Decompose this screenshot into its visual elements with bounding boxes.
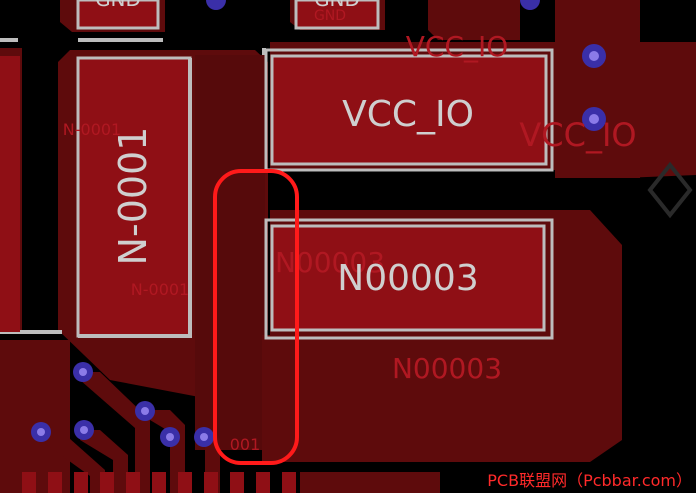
copper-pour-left-lower (0, 340, 70, 493)
label-vcc-io-top: VCC_IO (406, 30, 509, 63)
via-top-1 (206, 0, 226, 10)
copper-pour-top-right (428, 0, 520, 40)
silk-outline-vcc-io (264, 48, 554, 172)
via-top-2 (520, 0, 540, 10)
trace-n0001-vertical (195, 55, 265, 450)
label-n00003-pour: N00003 (392, 352, 502, 385)
label-n0001-small-b: N-0001 (131, 280, 189, 299)
silk-line-top-a (0, 38, 18, 42)
silk-diamond-right (647, 161, 693, 219)
pad-vcc-io[interactable] (270, 54, 548, 166)
copper-pour-n00003-left (262, 335, 300, 462)
label-vcc-io-pad: VCC_IO (342, 94, 474, 135)
label-n0001-small-a: N-0001 (63, 120, 121, 139)
copper-pour-bottom-right (300, 472, 440, 493)
silk-line-bottom-left (0, 330, 62, 334)
label-vcc-io-right: VCC_IO (519, 116, 636, 154)
highlight-annotation (213, 169, 299, 465)
silk-line-top-b (78, 38, 163, 42)
pad-top-gnd-1[interactable] (76, 0, 160, 30)
label-gnd-top-small: GND (314, 8, 346, 24)
label-gnd-top-1: GND (95, 0, 141, 11)
bottom-traces (40, 372, 220, 493)
label-n00003-ghost: N00003 (275, 246, 385, 279)
label-n00003-pad: N00003 (337, 258, 478, 299)
watermark-text: PCB联盟网（Pcbbar.com） (487, 471, 692, 490)
silk-line-n0001-bottom (78, 334, 192, 338)
pad-left-partial[interactable] (0, 56, 20, 332)
label-n001-bottom: 001 (230, 435, 261, 454)
pad-top-gnd-2[interactable] (294, 0, 380, 30)
silk-outline-n00003 (264, 218, 554, 340)
bottom-pad-row (22, 472, 296, 493)
label-gnd-top-2: GND (314, 0, 360, 11)
vias[interactable] (31, 0, 606, 447)
silk-line-n0001-right (188, 58, 192, 338)
label-n0001-pad: N-0001 (111, 127, 155, 266)
pad-n00003[interactable] (270, 224, 546, 332)
copper-pour-vcc-io-right (555, 0, 640, 178)
